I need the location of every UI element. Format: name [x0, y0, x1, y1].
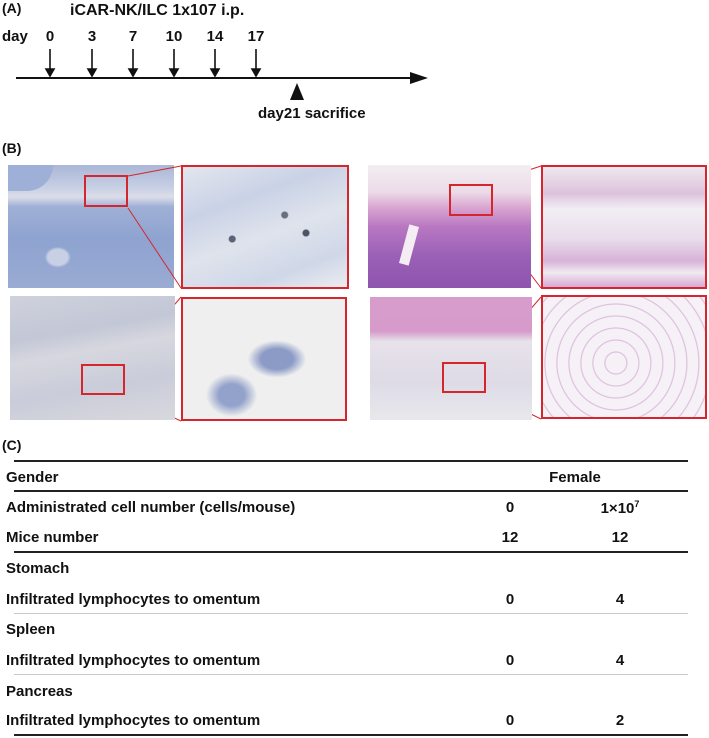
panel-a-label: (A) — [2, 0, 22, 16]
roi-box — [81, 364, 125, 395]
table-top-rule — [14, 460, 688, 462]
timeline-arrowhead-icon — [410, 72, 428, 84]
gender-header: Gender — [6, 469, 59, 486]
female-group-header: Female — [549, 469, 601, 486]
micrograph-ihc-bottom-zoom — [181, 297, 347, 421]
thin-rule — [14, 674, 688, 675]
roi-box — [449, 184, 493, 216]
day-tick-14: 14 — [206, 28, 224, 45]
day-tick-10: 10 — [165, 28, 183, 45]
timeline-diagram — [16, 49, 428, 100]
micrograph-ihc-bottom-overview — [10, 296, 175, 420]
thin-rule — [14, 613, 688, 614]
day-tick-17: 17 — [247, 28, 265, 45]
micrograph-he-bottom-zoom — [541, 295, 707, 419]
sacrifice-marker-icon — [290, 83, 304, 100]
micrograph-he-top-overview — [368, 165, 531, 288]
micrograph-ihc-top-zoom — [181, 165, 349, 289]
table-bottom-rule — [14, 734, 688, 736]
header-rule — [14, 490, 688, 492]
day-tick-7: 7 — [128, 28, 138, 45]
panel-c-label: (C) — [2, 437, 22, 453]
sacrifice-label: day21 sacrifice — [258, 105, 366, 122]
injection-arrows-icon — [44, 49, 262, 78]
day-tick-3: 3 — [87, 28, 97, 45]
micrograph-ihc-top-overview — [8, 165, 174, 288]
micrograph-he-top-zoom — [541, 165, 707, 289]
timeline-title: iCAR-NK/ILC 1x107 i.p. — [70, 2, 245, 19]
section-rule — [14, 551, 688, 553]
roi-box — [84, 175, 128, 207]
day-tick-0: 0 — [45, 28, 55, 45]
roi-box — [442, 362, 486, 393]
day-label: day — [2, 28, 28, 45]
panel-b-label: (B) — [2, 140, 22, 156]
micrograph-he-bottom-overview — [370, 297, 532, 420]
